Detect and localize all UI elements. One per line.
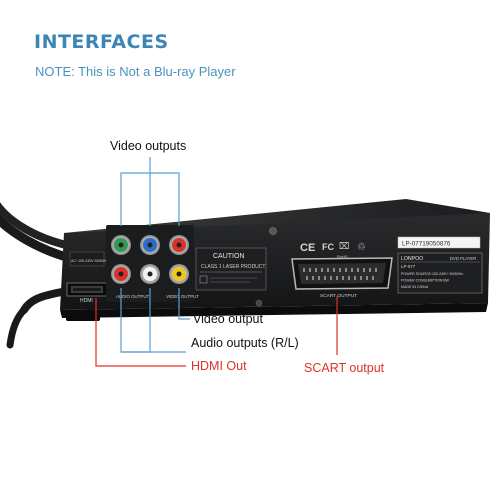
recycle-icon: ♲ — [357, 242, 366, 253]
leader-audio-outputs — [120, 288, 186, 353]
page-title: INTERFACES — [34, 31, 169, 53]
audio-output-panel-label: AUDIO OUTPUT — [116, 294, 149, 299]
front-foot — [66, 315, 100, 321]
chassis-bottom — [60, 303, 488, 318]
leader-video-outputs — [120, 157, 180, 226]
brand-text: LONPOO — [401, 256, 423, 262]
power-cord — [0, 201, 75, 349]
audio-left-jack[interactable] — [140, 264, 160, 284]
screw-icon — [255, 299, 263, 307]
certification-marks: CE FC ⌧ RoHS ♲ — [300, 241, 366, 259]
power-source-text: POWER SOURCE:100-240V~50/60Hz — [401, 272, 463, 276]
audio-outputs-callout: Audio outputs (R/L) — [191, 336, 299, 350]
hdmi-port-label: HDMI — [80, 298, 93, 304]
video-output-panel-label: VIDEO OUTPUT — [166, 294, 199, 299]
ac-input-text: AC~100-240V 50/60Hz — [71, 259, 108, 263]
model-text: LP-077 — [401, 264, 416, 269]
rohs-mark-text: RoHS — [337, 254, 348, 259]
scart-port[interactable] — [291, 257, 393, 290]
hdmi-port[interactable] — [66, 282, 108, 297]
fcc-mark-icon: FC — [322, 242, 334, 252]
scart-output-panel-label: SCART OUTPUT — [320, 293, 357, 299]
audio-right-jack[interactable] — [111, 264, 131, 284]
pb-component-jack[interactable] — [140, 235, 160, 255]
rear-foot — [448, 306, 478, 312]
caution-text: CAUTION — [213, 253, 245, 260]
composite-video-jack[interactable] — [169, 264, 189, 284]
rating-label: LONPOO DVD PLAYER LP-077 POWER SOURCE:10… — [397, 252, 483, 294]
leader-video-output — [178, 288, 190, 320]
pr-component-jack[interactable] — [169, 235, 189, 255]
power-consumption-text: POWER CONSUMPTION:8W — [401, 279, 450, 283]
serial-number: LP-07719050876 — [402, 241, 451, 248]
ce-mark-icon: CE — [300, 242, 315, 254]
blu-ray-note: NOTE: This is Not a Blu-ray Player — [35, 64, 236, 79]
leader-hdmi — [95, 298, 186, 367]
y-component-jack[interactable] — [111, 235, 131, 255]
rca-jack-cluster: AUDIO OUTPUT VIDEO OUTPUT — [106, 225, 199, 302]
screw-icon — [269, 227, 277, 235]
laser-text: CLASS 1 LASER PRODUCT — [201, 264, 265, 270]
dvd-player-text: DVD PLAYER — [450, 256, 476, 261]
video-outputs-callout: Video outputs — [110, 139, 187, 153]
hdmi-out-callout: HDMI Out — [191, 359, 247, 373]
made-in-text: MADE IN CHINA — [401, 285, 429, 289]
video-output-callout: Video output — [193, 312, 263, 326]
ac-label — [69, 251, 105, 267]
serial-sticker — [397, 236, 481, 249]
weee-bin-icon: ⌧ — [339, 241, 349, 251]
caution-label: CAUTION CLASS 1 LASER PRODUCT — [195, 247, 267, 291]
scart-output-callout: SCART output — [304, 361, 385, 375]
